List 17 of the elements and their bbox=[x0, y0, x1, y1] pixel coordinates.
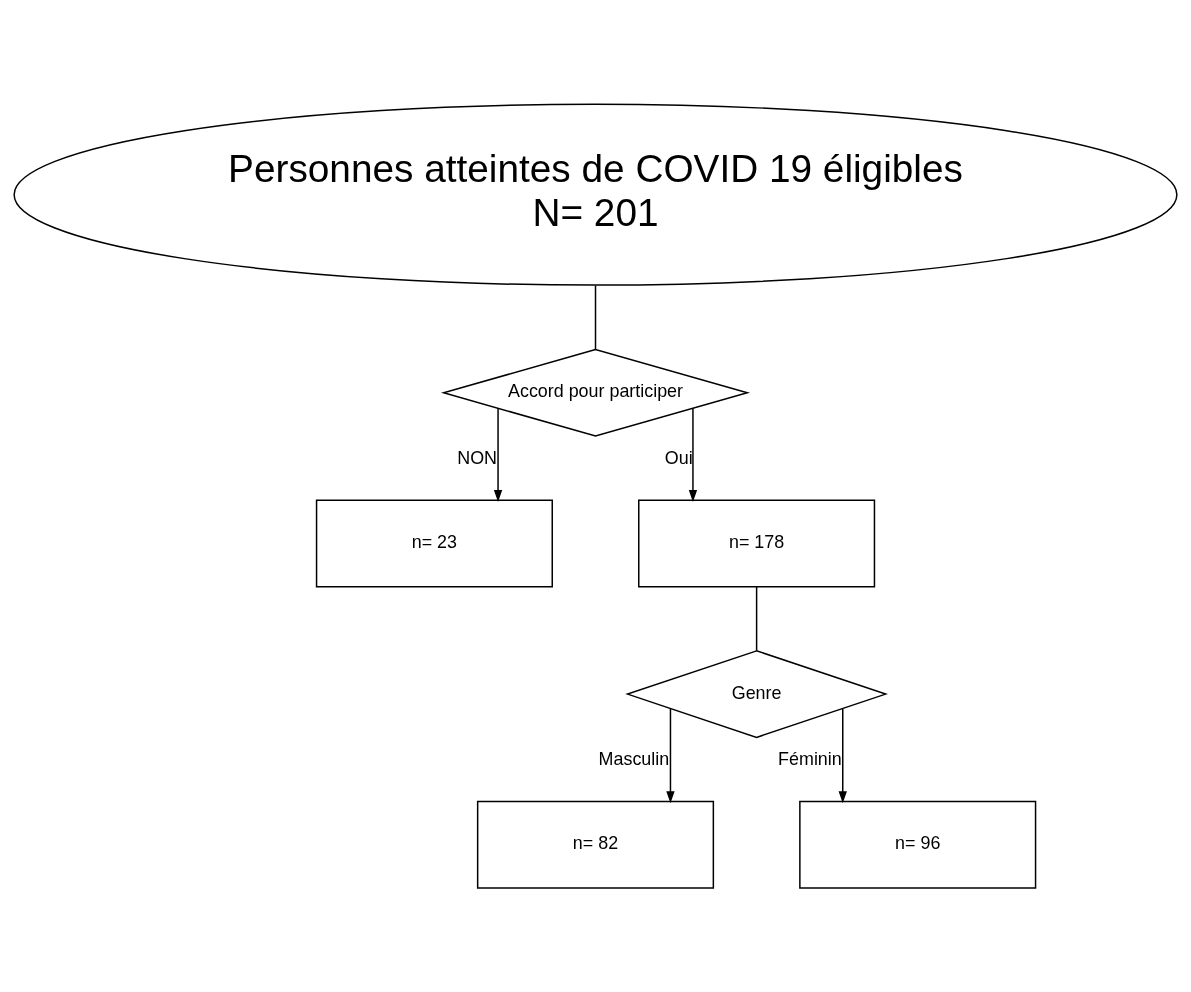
node-box: n= 96 bbox=[799, 800, 1037, 889]
node-box: n= 178 bbox=[638, 499, 876, 588]
arrow bbox=[666, 707, 675, 804]
arrow bbox=[493, 407, 503, 502]
edge-label: Masculin bbox=[598, 748, 670, 769]
connector bbox=[755, 586, 758, 652]
arrow bbox=[838, 707, 847, 804]
edge-label: NON bbox=[457, 447, 498, 468]
connector bbox=[594, 284, 597, 351]
edge-label: Oui bbox=[664, 447, 693, 468]
arrow bbox=[688, 407, 698, 502]
node-box: n= 82 bbox=[476, 800, 715, 889]
node-diamond: Genre bbox=[625, 650, 888, 739]
node-diamond: Accord pour participer bbox=[440, 348, 751, 437]
node-box: n= 23 bbox=[315, 499, 553, 588]
node-ellipse: Personnes atteintes de COVID 19 éligibles N= 201 bbox=[13, 103, 1178, 286]
edge-label: Féminin bbox=[778, 748, 842, 769]
